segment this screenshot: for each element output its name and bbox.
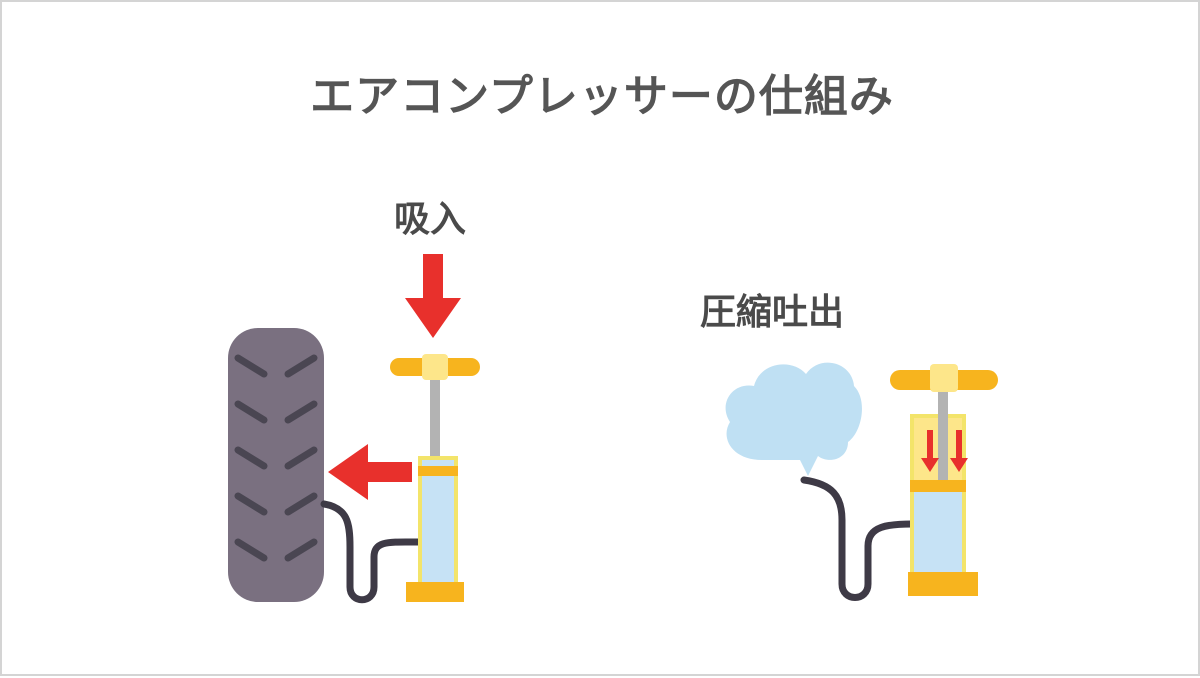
intake-pump-icon bbox=[390, 354, 480, 602]
air-cloud-icon bbox=[725, 362, 862, 476]
diagram-title: エアコンプレッサーの仕組み bbox=[310, 71, 894, 122]
compress-discharge-label: 圧縮吐出 bbox=[700, 292, 845, 333]
intake-label: 吸入 bbox=[394, 199, 467, 240]
intake-hose bbox=[320, 500, 424, 604]
compress-scene bbox=[725, 362, 998, 601]
discharge-hose bbox=[800, 476, 916, 601]
compress-pump-icon bbox=[890, 364, 998, 596]
fill-arrow-left bbox=[328, 444, 412, 500]
tire-icon bbox=[228, 328, 324, 602]
intake-arrow-down bbox=[405, 254, 461, 338]
intake-scene bbox=[228, 254, 480, 604]
compression-arrows bbox=[921, 430, 968, 472]
